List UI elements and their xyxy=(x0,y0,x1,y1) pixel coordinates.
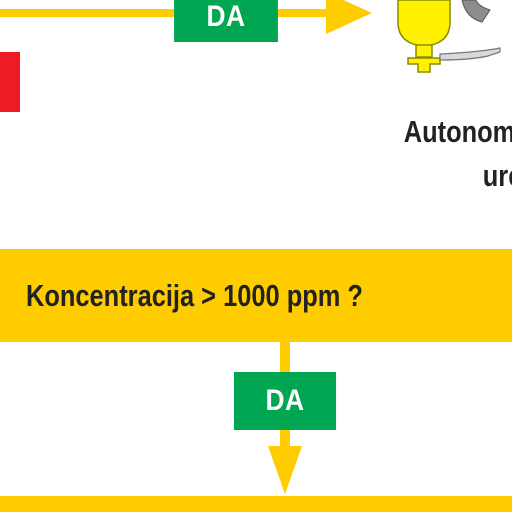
device-label: Autonomni i uređa xyxy=(306,110,512,198)
top-arrow-head xyxy=(326,0,372,34)
yes-badge-mid-label: DA xyxy=(265,384,305,417)
top-connector-line xyxy=(0,9,335,17)
mid-arrow-head xyxy=(268,446,302,494)
device-label-line2: uređa xyxy=(482,158,512,193)
decision-text: Koncentracija > 1000 ppm ? xyxy=(26,278,363,313)
yes-badge-top: DA xyxy=(174,0,278,42)
device-label-line1: Autonomni i xyxy=(403,114,512,149)
next-step-box xyxy=(0,496,512,512)
decision-box xyxy=(0,249,512,342)
yes-badge-top-label: DA xyxy=(206,0,246,33)
red-process-block xyxy=(0,52,20,112)
yes-badge-mid: DA xyxy=(233,372,337,430)
breathing-apparatus-icon xyxy=(397,0,501,73)
